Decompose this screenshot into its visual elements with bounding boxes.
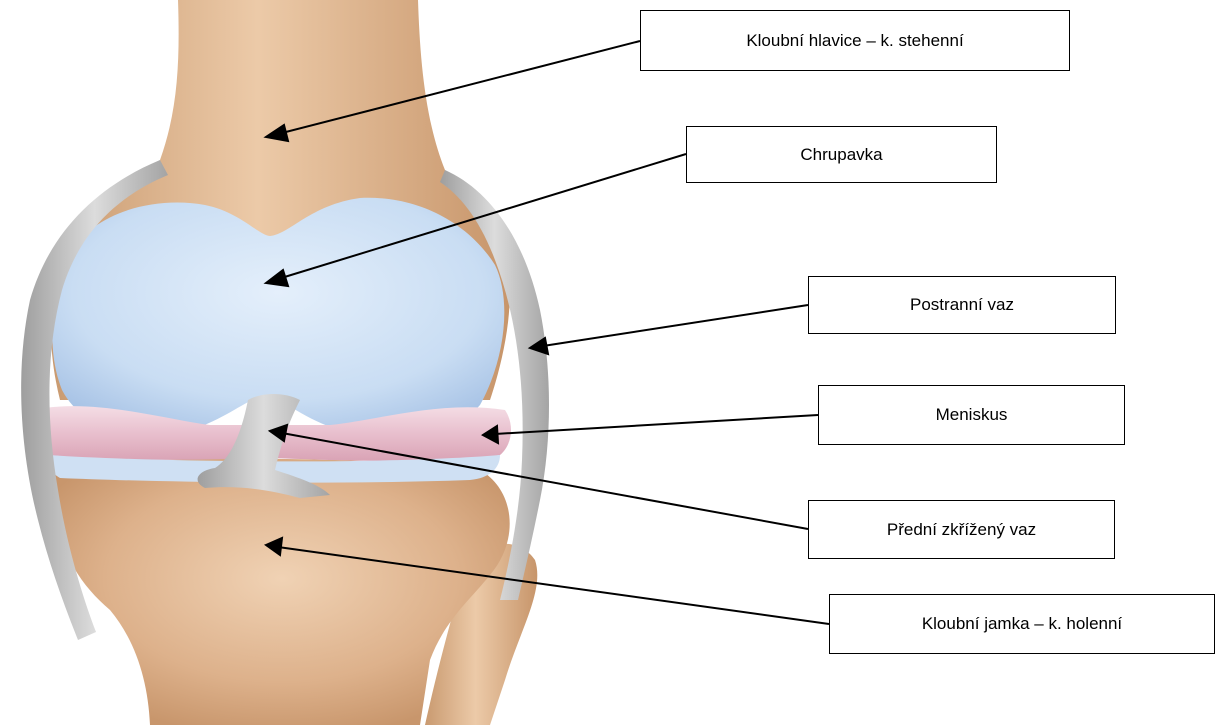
arrow-collateral (543, 305, 808, 346)
label-cartilage: Chrupavka (686, 126, 997, 183)
label-tibia-socket: Kloubní jamka – k. holenní (829, 594, 1215, 654)
label-acl: Přední zkřížený vaz (808, 500, 1115, 559)
label-femur-head: Kloubní hlavice – k. stehenní (640, 10, 1070, 71)
label-meniscus: Meniskus (818, 385, 1125, 445)
label-collateral-ligament: Postranní vaz (808, 276, 1116, 334)
